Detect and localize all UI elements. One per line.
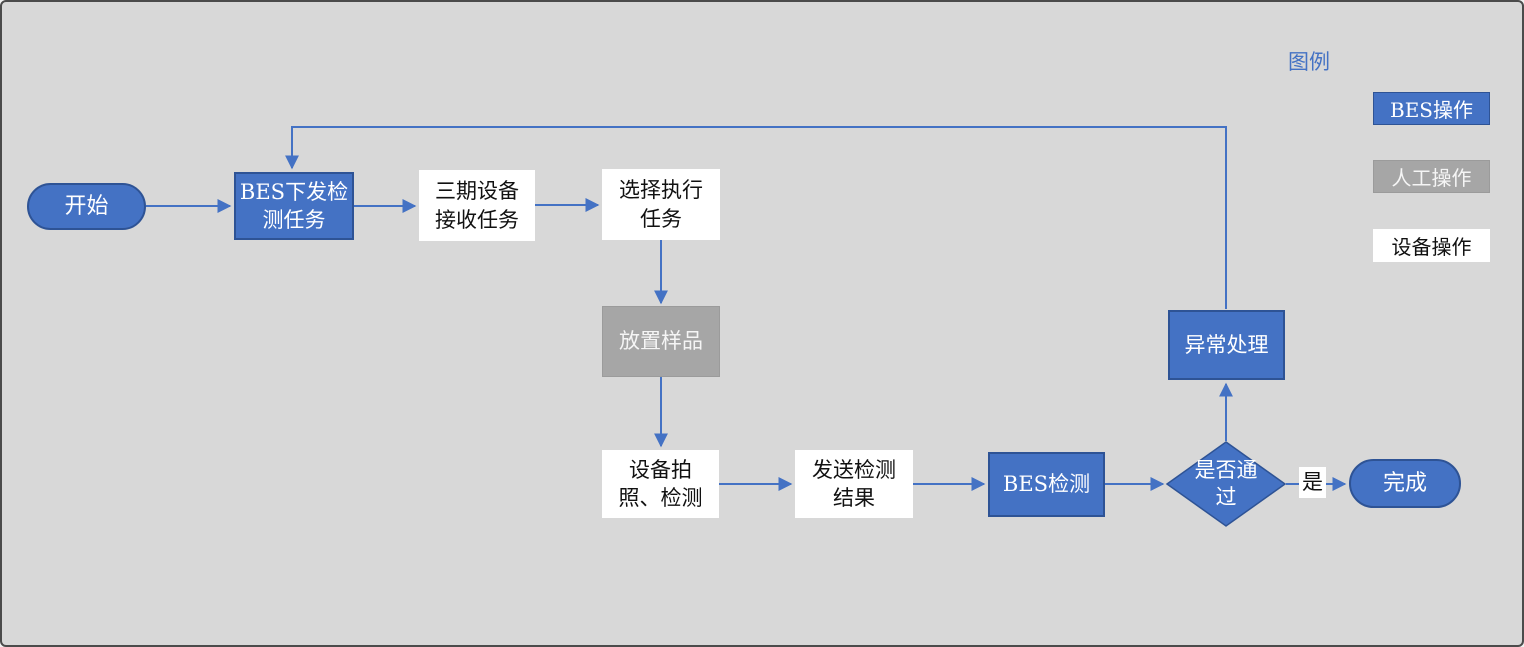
node-send-result: 发送检测 结果 (795, 450, 913, 518)
node-device-photo-detect: 设备拍 照、检测 (602, 450, 719, 518)
node-done: 完成 (1349, 459, 1461, 508)
node-select-task: 选择执行 任务 (602, 169, 720, 240)
edge-exception-loop-to-bes-issue (285, 126, 1227, 309)
node-bes-issue-task: BES下发检 测任务 (234, 172, 354, 240)
legend-item-bes-operation: BES操作 (1373, 92, 1490, 125)
node-bes-detect: BES检测 (988, 452, 1105, 517)
decision-diamond-shape (1165, 441, 1287, 527)
node-phase3-receive-task: 三期设备 接收任务 (419, 170, 535, 241)
legend-item-device-operation: 设备操作 (1373, 229, 1490, 262)
node-place-sample: 放置样品 (602, 306, 720, 377)
node-decision-pass: 是否通 过 (1194, 457, 1258, 509)
edge-label-yes: 是 (1299, 467, 1326, 499)
node-start: 开始 (27, 183, 146, 230)
legend-item-manual-operation: 人工操作 (1373, 160, 1490, 193)
node-exception-handling: 异常处理 (1168, 310, 1285, 380)
legend-title: 图例 (1288, 50, 1330, 74)
